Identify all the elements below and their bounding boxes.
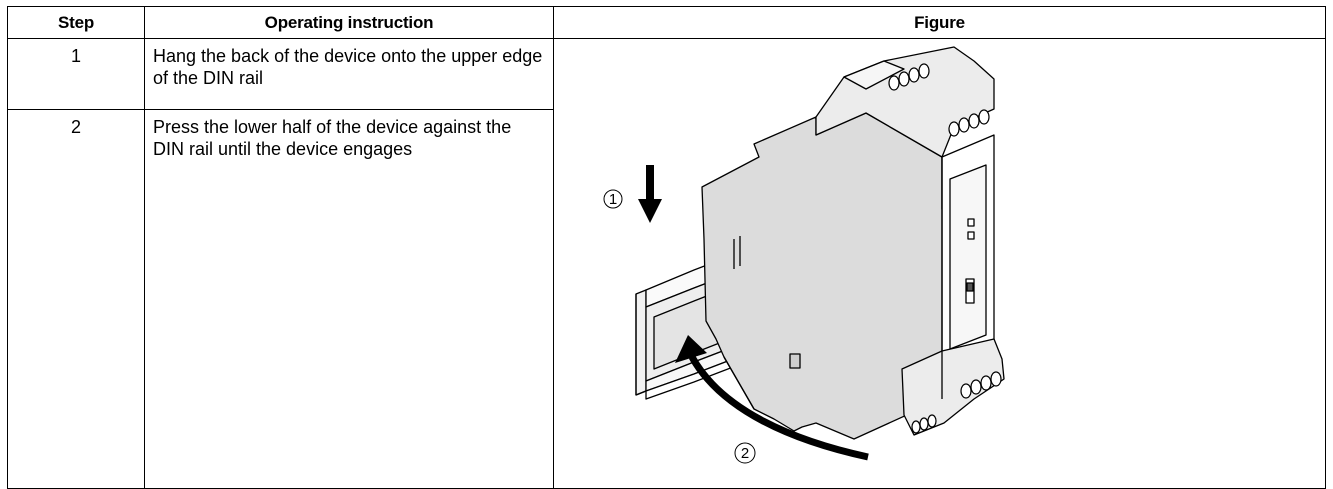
header-operating-instruction: Operating instruction [144, 6, 554, 39]
table-row: 1 Hang the back of the device onto the u… [7, 38, 1326, 489]
step-number: 1 [7, 38, 145, 110]
callout-2: 2 [734, 442, 756, 464]
instruction-table: Step Operating instruction Figure 1 Hang… [7, 6, 1326, 489]
instruction-text: Hang the back of the device onto the upp… [144, 38, 554, 110]
header-step: Step [7, 6, 145, 39]
instruction-text: Press the lower half of the device again… [144, 109, 554, 489]
header-figure: Figure [553, 6, 1326, 39]
figure-container: 1 2 [554, 39, 1325, 488]
figure-cell: 1 2 [553, 38, 1326, 489]
callout-1-label: 1 [609, 191, 617, 208]
din-rail-mounting-illustration: 1 2 [603, 46, 1005, 464]
header-row: Step Operating instruction Figure [7, 6, 1326, 39]
table-row: 2 Press the lower half of the device aga… [7, 109, 1326, 489]
step-number: 2 [7, 109, 145, 489]
device-body [701, 46, 1005, 440]
callout-1: 1 [603, 189, 623, 209]
arrow-down-icon [638, 165, 662, 223]
callout-2-label: 2 [741, 445, 749, 462]
curved-arrow-icon [675, 335, 869, 461]
